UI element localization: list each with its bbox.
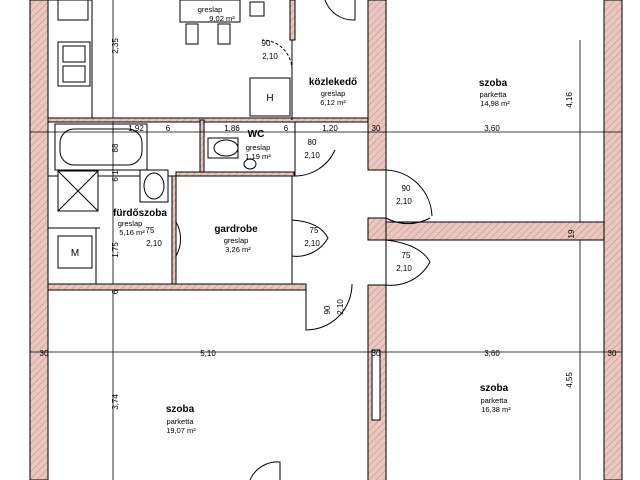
washer-label: M (71, 248, 79, 259)
washing-machine-icon (57, 235, 93, 269)
dim-wardrobe-door-w: 75 (310, 226, 319, 235)
bath-area: 5,16 m² (119, 228, 145, 237)
wardrobe-name: gardrobe (214, 224, 258, 235)
dim-sw-door-h: 2,10 (336, 299, 345, 315)
dim-row2-1: 5,10 (200, 349, 216, 358)
door-kitchen (261, 39, 293, 71)
wall-hall-ne-lower (367, 217, 387, 241)
hall-floor: greslap (321, 89, 346, 98)
dimension-lines (30, 0, 622, 480)
dim-row2-0: 30 (40, 349, 49, 358)
doors (175, 0, 433, 480)
door-wardrobe (291, 219, 329, 257)
dim-bath-h2: 6,1 (111, 170, 120, 182)
dim-door-kitchen-w: 90 (262, 39, 271, 48)
dim-se-h: 4,55 (565, 372, 574, 388)
dim-wc-door-h: 2,10 (304, 151, 320, 160)
dim-sw-h: 3,74 (111, 394, 120, 410)
room-labels: greslap 9,02 m² közlekedő greslap 6,12 m… (113, 5, 511, 435)
dim-row1-0: 1,92 (128, 124, 144, 133)
door-wc (294, 122, 336, 177)
dim-row1-5: 30 (372, 124, 381, 133)
dimension-labels: 2,35 90 2,10 1,92 6 1,86 6 1,20 30 3,60 … (40, 38, 617, 410)
dim-ne-h: 4,16 (565, 92, 574, 108)
walls (29, 0, 623, 480)
wc-floor: greslap (246, 143, 271, 152)
door-north (324, 0, 356, 21)
dim-room-ne-door-w: 90 (402, 184, 411, 193)
dim-row1-6: 3,60 (484, 124, 500, 133)
window-se (371, 349, 381, 421)
room-se-name: szoba (480, 383, 509, 394)
wc-area: 1,19 m² (245, 152, 271, 161)
dim-row2-3: 3,60 (484, 349, 500, 358)
door-bath (175, 221, 182, 257)
dim-bath-h3: 1,75 (111, 242, 120, 258)
wall-south-row (47, 283, 307, 291)
wall-west (29, 0, 49, 480)
kitchen-area: 9,02 m² (209, 14, 235, 23)
dim-sw-door-w: 90 (323, 305, 332, 314)
wall-wc-south (175, 171, 295, 177)
room-sw-floor: parketta (166, 417, 194, 426)
dim-wall-19: 19 (567, 229, 576, 238)
washbasin-icon (139, 169, 169, 203)
door-room-sw (305, 283, 353, 331)
dim-row2-4: 30 (608, 349, 617, 358)
wall-row1-mid (47, 117, 369, 123)
table-icon (179, 0, 265, 45)
room-ne-area: 14,98 m² (480, 99, 510, 108)
wall-east (603, 0, 623, 480)
bath-name: fürdőszoba (113, 208, 167, 219)
dim-room-ne-door-h: 2,10 (396, 197, 412, 206)
room-sw-name: szoba (166, 404, 195, 415)
room-se-area: 16,38 m² (481, 405, 511, 414)
wc-basin-icon (243, 158, 257, 170)
shower-icon (57, 170, 99, 212)
dim-door-kitchen-h: 2,10 (262, 52, 278, 61)
dim-row1-3: 6 (284, 124, 289, 133)
door-room-ne (385, 169, 433, 225)
toilet-icon (207, 137, 239, 159)
dim-bath-h1: 88 (111, 143, 120, 152)
stove-icon (57, 0, 89, 21)
dim-row2-2: 30 (372, 349, 381, 358)
hall-area: 6,12 m² (320, 98, 346, 107)
door-room-se-bottom (249, 461, 281, 480)
wall-kitchen-hall (289, 0, 296, 41)
wall-wc-west (199, 119, 205, 173)
room-se-floor: parketta (480, 396, 508, 405)
wall-hall-ne-upper (367, 0, 387, 171)
dim-bath-door-w: 75 (146, 226, 155, 235)
dim-row1-2: 1,86 (224, 124, 240, 133)
bath-floor: greslap (118, 219, 143, 228)
dim-room-e-door-h: 2,10 (396, 264, 412, 273)
wall-bath-wardrobe (171, 175, 177, 285)
dim-wc-door-w: 80 (308, 138, 317, 147)
wardrobe-floor: greslap (224, 236, 249, 245)
wall-ne-room-south (385, 221, 605, 241)
wc-name: WC (248, 129, 265, 140)
room-ne-name: szoba (479, 78, 508, 89)
dim-bath-door-h: 2,10 (146, 239, 162, 248)
wardrobe-area: 3,26 m² (225, 245, 251, 254)
boiler-label: H (266, 93, 273, 104)
dim-row1-4: 1,20 (322, 124, 338, 133)
hall-name: közlekedő (309, 77, 357, 88)
room-ne-floor: parketta (479, 90, 507, 99)
dim-kitchen-h: 2,35 (111, 38, 120, 54)
boiler-icon (249, 77, 291, 117)
room-sw-area: 19,07 m² (166, 426, 196, 435)
dim-row1-1: 6 (166, 124, 171, 133)
door-room-e (385, 239, 431, 286)
dim-room-e-door-w: 75 (402, 251, 411, 260)
dim-bath-h4: 6 (111, 289, 120, 294)
dim-wardrobe-door-h: 2,10 (304, 239, 320, 248)
kitchen-floor: greslap (198, 5, 223, 14)
